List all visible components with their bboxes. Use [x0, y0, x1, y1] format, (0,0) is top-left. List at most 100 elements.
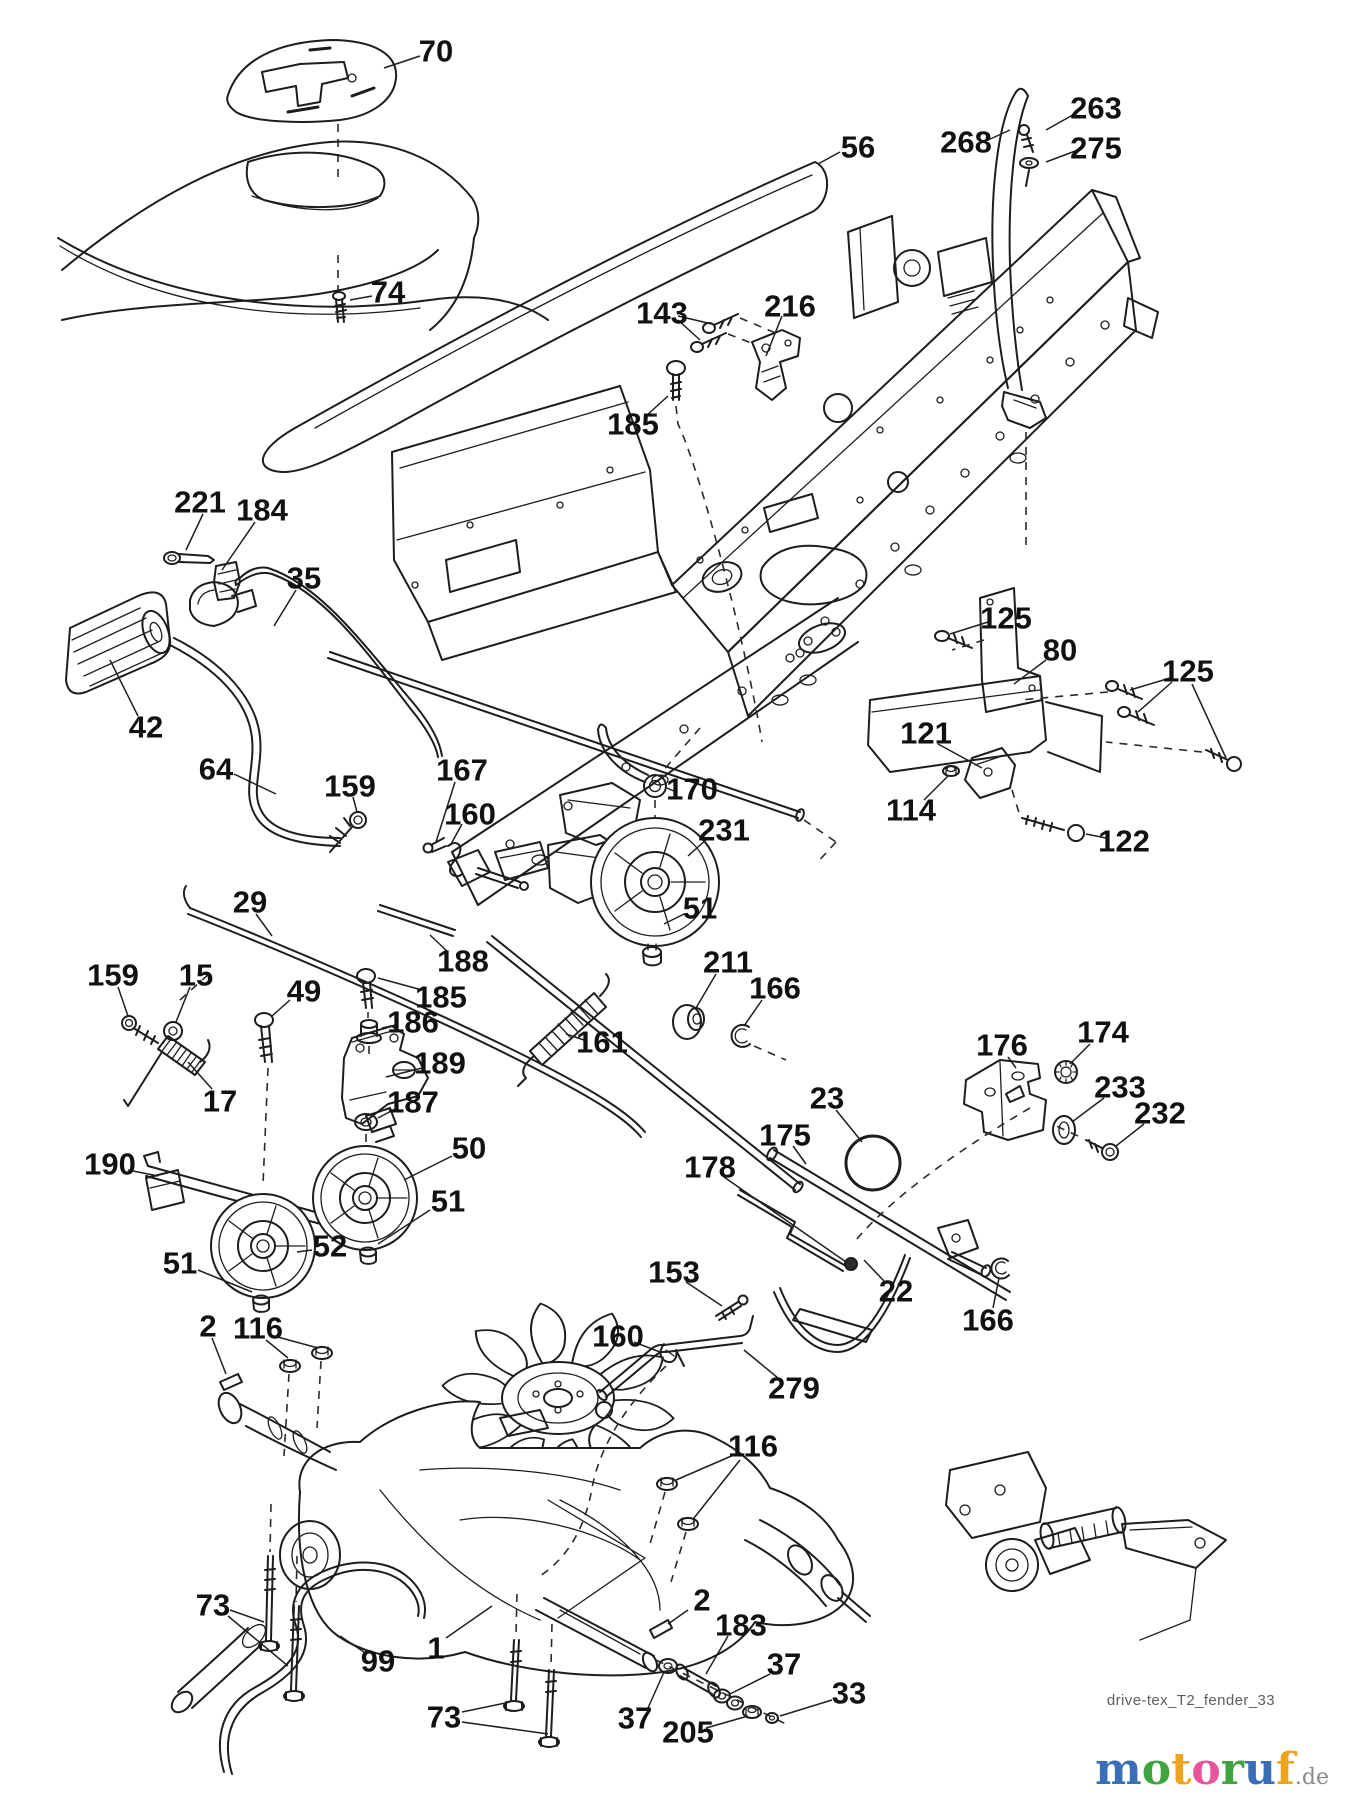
clip-167 — [422, 837, 447, 854]
callout-64: 64 — [199, 752, 234, 787]
cross-shaft-group — [486, 935, 804, 1194]
screw-74 — [332, 255, 347, 323]
eyebolt-159-lower — [121, 1015, 159, 1045]
logo-tld: .de — [1294, 1765, 1329, 1790]
ring-166-a — [730, 1023, 787, 1061]
leader-line — [675, 1453, 737, 1481]
frame-chassis — [391, 189, 1159, 906]
callout-159: 159 — [87, 958, 139, 993]
callout-176: 176 — [976, 1028, 1028, 1063]
callout-187: 187 — [387, 1085, 439, 1120]
callout-99: 99 — [361, 1644, 395, 1679]
callout-22: 22 — [879, 1274, 913, 1309]
callout-29: 29 — [233, 885, 267, 920]
callout-143: 143 — [636, 296, 688, 331]
callout-122: 122 — [1098, 824, 1150, 859]
leader-line — [687, 837, 709, 857]
callout-174: 174 — [1077, 1015, 1129, 1050]
leader-line — [705, 1635, 729, 1675]
leader-line — [863, 1259, 885, 1282]
leader-line — [1071, 1097, 1105, 1123]
motoruf-logo: motoruf.de — [1095, 1748, 1329, 1792]
callout-15: 15 — [179, 958, 213, 993]
leader-line — [383, 55, 421, 69]
callout-51: 51 — [683, 891, 717, 926]
callout-51: 51 — [163, 1246, 197, 1281]
bolt-125-c — [1205, 748, 1242, 772]
leader-line — [1137, 681, 1173, 713]
logo-letter: o — [1141, 1744, 1172, 1795]
leader-line — [792, 1145, 807, 1165]
callout-189: 189 — [414, 1046, 466, 1081]
leader-line — [695, 973, 717, 1009]
leader-line — [461, 1721, 549, 1735]
shaft-183-stack — [535, 1597, 791, 1727]
leader-line — [265, 1339, 289, 1359]
leader-line — [1007, 1056, 1017, 1069]
callout-188: 188 — [437, 944, 489, 979]
leader-line — [233, 773, 277, 795]
clip-160-lower — [659, 1343, 685, 1367]
lever-35 — [234, 566, 443, 758]
nut-116-b — [649, 1476, 699, 1583]
key-2-b — [649, 1619, 673, 1639]
callout-114: 114 — [886, 793, 937, 828]
callout-268: 268 — [940, 125, 992, 160]
callout-221: 221 — [174, 485, 226, 520]
leader-line — [377, 977, 423, 991]
logo-letter: m — [1095, 1744, 1142, 1795]
leader-line — [565, 1033, 585, 1041]
leader-line — [117, 986, 129, 1017]
idler-pulley-231-group — [590, 723, 720, 967]
bolt-125-b — [1105, 680, 1155, 726]
brake-linkage-group — [737, 1059, 1119, 1353]
leader-line — [109, 659, 139, 717]
callout-116: 116 — [728, 1429, 778, 1464]
eyebolt-159-upper — [329, 811, 367, 853]
bracket-121 — [964, 747, 1016, 799]
callout-80: 80 — [1043, 633, 1077, 668]
guard-80-group — [867, 587, 1242, 842]
leader-line — [273, 1335, 319, 1349]
callout-33: 33 — [832, 1676, 866, 1711]
washer-174 — [1054, 1060, 1078, 1084]
lift-rod-268-group — [991, 87, 1047, 545]
leader-line — [339, 1635, 365, 1653]
callout-2: 2 — [199, 1309, 216, 1344]
leader-line — [377, 1209, 431, 1245]
callout-17: 17 — [203, 1084, 237, 1119]
pulley-50 — [312, 1145, 418, 1265]
leader-line — [693, 1459, 741, 1519]
leader-line — [221, 521, 256, 571]
leader-line — [377, 1107, 398, 1119]
spring-17 — [123, 1035, 211, 1107]
cable — [57, 237, 549, 321]
bolt-49 — [254, 1012, 274, 1186]
callout-2: 2 — [693, 1583, 710, 1618]
callout-279: 279 — [768, 1371, 820, 1406]
vbar-22 — [773, 1254, 911, 1353]
bolt-143-a — [690, 332, 727, 353]
clip-160-upper — [447, 842, 463, 878]
knob-42 — [65, 591, 172, 695]
callout-160: 160 — [444, 797, 496, 832]
callout-178: 178 — [684, 1150, 736, 1185]
callout-23: 23 — [810, 1081, 844, 1116]
callout-263: 263 — [1070, 91, 1122, 126]
callout-70: 70 — [419, 34, 453, 69]
callout-125: 125 — [1162, 654, 1214, 689]
leader-line — [992, 1277, 1000, 1309]
callout-216: 216 — [764, 289, 816, 324]
callout-233: 233 — [1094, 1070, 1146, 1105]
leader-line — [779, 1699, 833, 1717]
bolt-185-lower — [356, 968, 376, 1018]
bolt-125-a — [934, 630, 973, 649]
callout-170: 170 — [666, 772, 718, 807]
leader-line — [381, 1024, 397, 1029]
callout-211: 211 — [703, 945, 753, 980]
rod-178 — [737, 1189, 858, 1272]
leader-line — [1045, 149, 1079, 163]
